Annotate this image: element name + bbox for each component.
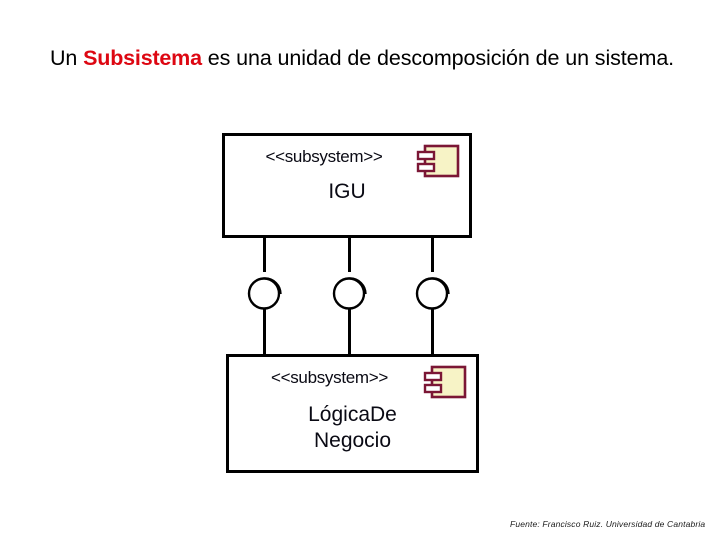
assembly-connector-3[interactable] [410, 266, 456, 312]
connector-line-2-upper [348, 236, 351, 272]
connector-line-3-lower [431, 306, 434, 356]
ball-circle-icon [332, 277, 366, 310]
ball-circle-icon [415, 277, 449, 310]
subsystem-name-label: IGU [225, 179, 469, 205]
connector-line-1-upper [263, 236, 266, 272]
page-title: Un Subsistema es una unidad de descompos… [50, 43, 698, 73]
stereotype-label: <<subsystem>> [270, 368, 389, 387]
uml-component-icon [422, 365, 468, 400]
subsystem-node-logica-de-negocio[interactable]: <<subsystem>> LógicaDe Negocio [226, 354, 479, 473]
title-keyword: Subsistema [83, 46, 202, 70]
subsystem-name-line: Negocio [313, 429, 392, 452]
assembly-connector-2[interactable] [327, 266, 373, 312]
subsystem-name-label: LógicaDe Negocio [229, 402, 476, 454]
source-attribution: Fuente: Francisco Ruiz. Universidad de C… [510, 519, 706, 529]
connector-line-2-lower [348, 306, 351, 356]
stereotype-label: <<subsystem>> [265, 147, 383, 166]
assembly-connector-1[interactable] [242, 266, 288, 312]
connector-line-1-lower [263, 306, 266, 356]
subsystem-name-line: LógicaDe [308, 403, 397, 426]
connector-line-3-upper [431, 236, 434, 272]
title-suffix: es una unidad de descomposición de un si… [201, 46, 675, 70]
title-prefix: Un [50, 46, 84, 70]
subsystem-name-line: IGU [328, 180, 366, 203]
ball-circle-icon [247, 277, 281, 310]
subsystem-node-igu[interactable]: <<subsystem>> IGU [222, 133, 472, 238]
uml-component-icon [415, 144, 461, 179]
